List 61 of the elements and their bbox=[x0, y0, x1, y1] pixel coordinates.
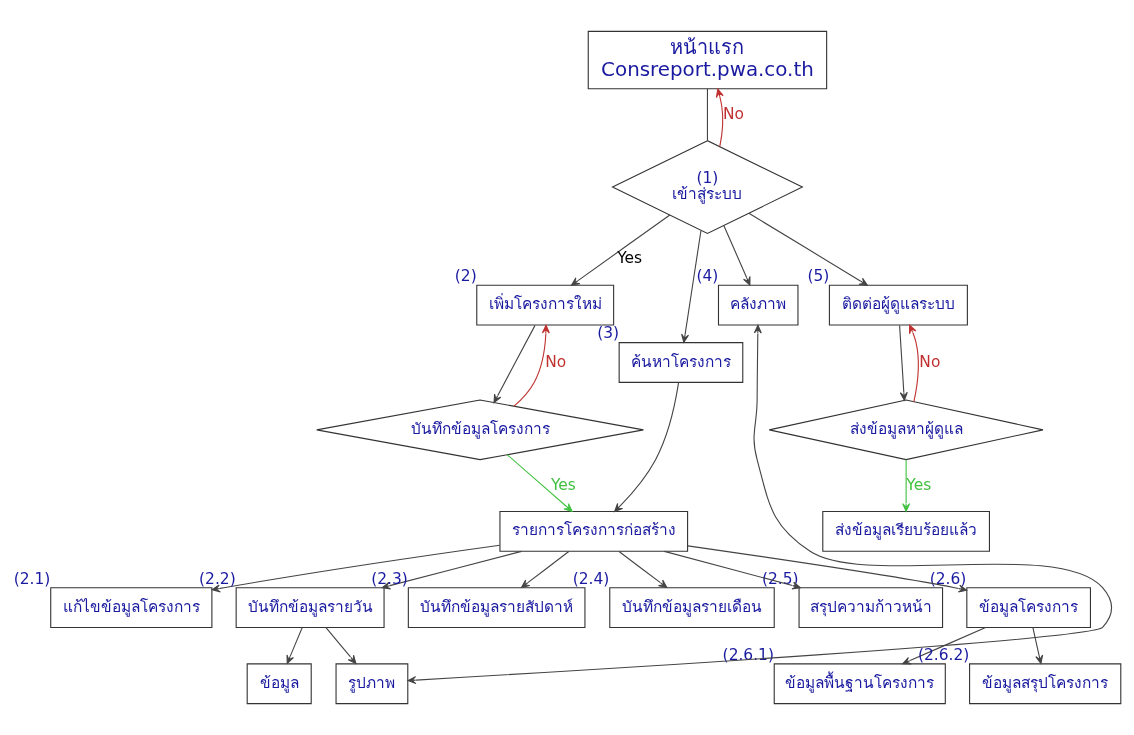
edge-label: No bbox=[545, 352, 567, 371]
node-box: เพิ่มโครงการใหม่ bbox=[476, 284, 615, 326]
node-label: (2.6) bbox=[929, 569, 967, 588]
node-box: ข้อมูล bbox=[246, 663, 312, 705]
node-box: รายการโครงการก่อสร้าง bbox=[499, 511, 689, 552]
arrow bbox=[681, 230, 702, 343]
node-box: ข้อมูลโครงการ bbox=[966, 587, 1091, 628]
node-box: สรุปความก้าวหน้า bbox=[798, 587, 944, 628]
arrow bbox=[381, 550, 522, 590]
node-box: คลังภาพ bbox=[717, 284, 799, 326]
edge-label: No bbox=[919, 352, 941, 371]
node-label: (2.1) bbox=[13, 569, 51, 588]
node-box: ค้นหาโครงการ bbox=[618, 342, 744, 383]
edge-label: No bbox=[722, 104, 744, 123]
arrow bbox=[1032, 627, 1044, 664]
node-box: หน้าแรก Consreport.pwa.co.th bbox=[587, 30, 828, 90]
node-box: ข้อมูลสรุปโครงการ bbox=[969, 663, 1122, 705]
arrow bbox=[493, 324, 536, 404]
node-box: ส่งข้อมูลเรียบร้อยแล้ว bbox=[822, 511, 990, 552]
node-label: (2.6.2) bbox=[917, 645, 970, 664]
arrow bbox=[614, 382, 680, 513]
node-box: บันทึกข้อมูลรายวัน bbox=[235, 587, 385, 628]
node-diamond: ส่งข้อมูลหาผู้ดูแล bbox=[768, 399, 1044, 461]
arrow bbox=[687, 545, 968, 593]
node-label: (2.6.1) bbox=[722, 645, 774, 664]
arrow bbox=[902, 459, 911, 512]
node-label: (2.3) bbox=[371, 569, 408, 588]
node-label: (2.5) bbox=[761, 569, 799, 588]
edge-label: Yes bbox=[550, 475, 576, 494]
arrow bbox=[723, 224, 751, 286]
arrow bbox=[748, 212, 868, 286]
arrow bbox=[899, 324, 908, 401]
arrow bbox=[909, 324, 919, 403]
node-box: รูปภาพ bbox=[335, 663, 409, 705]
arrow bbox=[211, 544, 501, 593]
arrow bbox=[407, 324, 1112, 685]
node-box: ข้อมูลพื้นฐานโครงการ bbox=[773, 663, 946, 705]
node-box: บันทึกข้อมูลรายสัปดาห์ bbox=[407, 587, 586, 628]
arrow bbox=[663, 550, 801, 590]
node-box: บันทึกข้อมูลรายเดือน bbox=[609, 587, 775, 628]
arrow bbox=[506, 454, 573, 512]
arrow bbox=[570, 214, 671, 286]
arrow bbox=[902, 626, 987, 665]
arrow bbox=[618, 551, 668, 588]
edge-label: Yes bbox=[617, 249, 643, 268]
node-box: แก้ไขข้อมูลโครงการ bbox=[50, 587, 213, 628]
node-label: (3) bbox=[597, 324, 620, 343]
arrow bbox=[513, 324, 550, 407]
node-label: (2.2) bbox=[199, 569, 236, 588]
arrow bbox=[286, 627, 303, 664]
node-label: (2) bbox=[454, 267, 477, 286]
node-label: (4) bbox=[696, 267, 719, 286]
node-label: (5) bbox=[807, 267, 830, 286]
arrow bbox=[325, 627, 357, 664]
arrow bbox=[715, 88, 724, 147]
node-label: (2.4) bbox=[572, 569, 610, 588]
arrow bbox=[521, 551, 570, 588]
connector bbox=[706, 88, 708, 141]
node-box: ติดต่อผู้ดูแลระบบ bbox=[828, 284, 968, 326]
node-diamond: บันทึกข้อมูลโครงการ bbox=[316, 399, 644, 461]
node-diamond: (1) เข้าสู่ระบบ bbox=[611, 140, 804, 234]
